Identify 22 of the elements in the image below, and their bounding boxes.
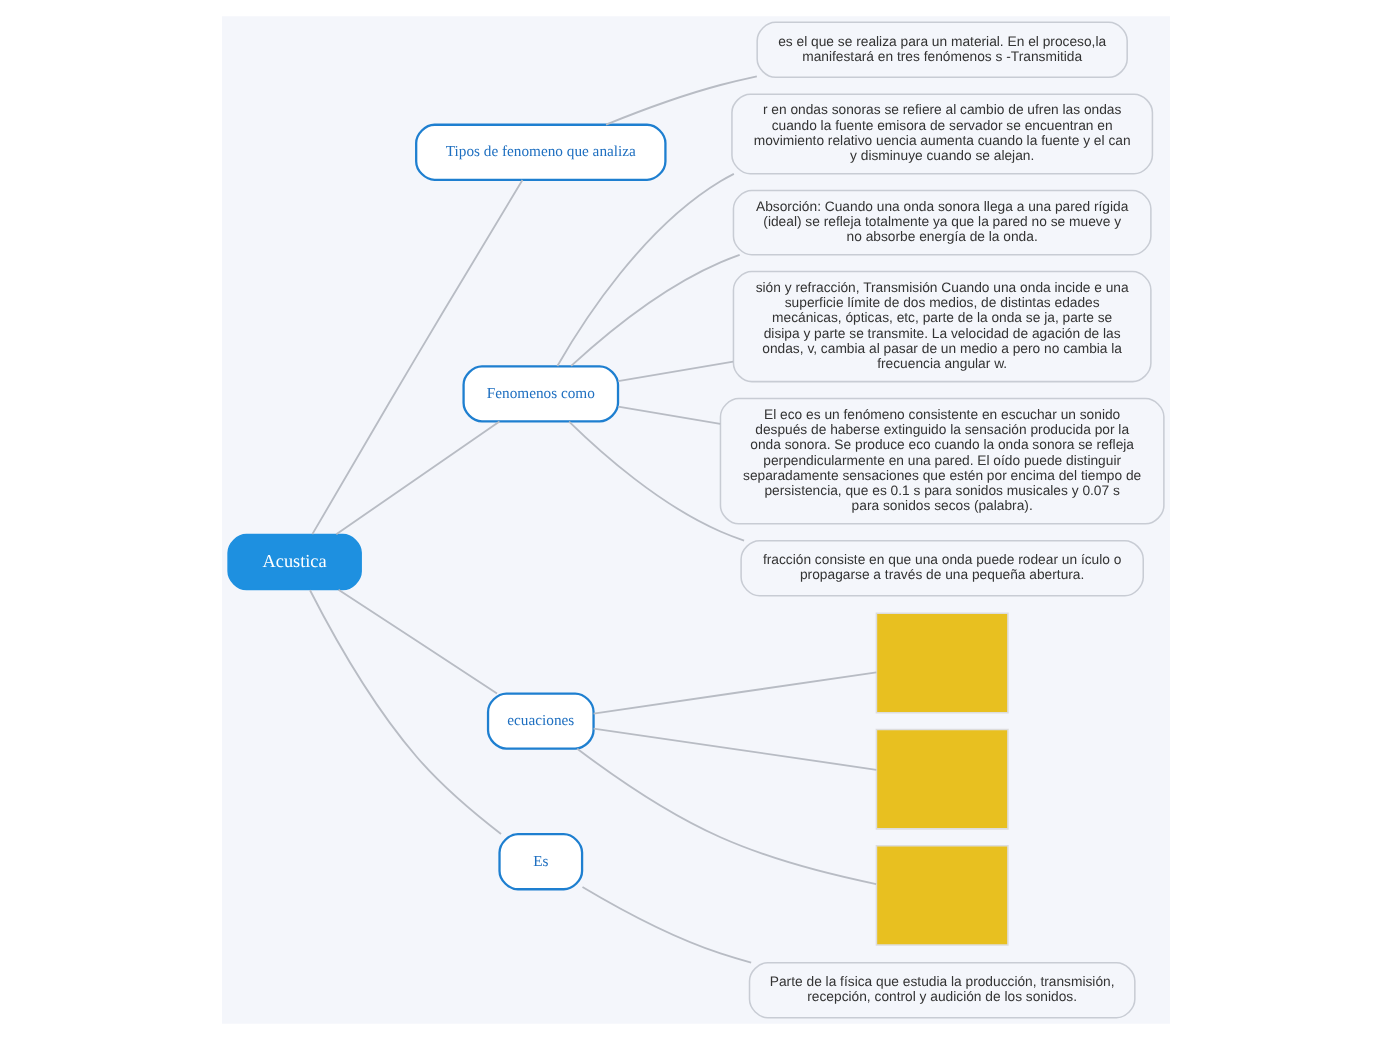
connector [576, 747, 878, 885]
node-box [875, 728, 1009, 830]
node-box [875, 844, 1009, 946]
node-box: ecuaciones [486, 692, 595, 750]
connector [617, 405, 722, 425]
connector [581, 886, 753, 964]
connector [337, 588, 498, 695]
connector [592, 671, 878, 715]
connector [311, 179, 524, 536]
connector [309, 589, 502, 835]
node-box: Es [498, 833, 584, 891]
node-box: Tipos de fenomeno que analiza [415, 123, 667, 181]
connector [556, 172, 735, 367]
connector [568, 420, 745, 542]
node-box: Fenomenos como [462, 365, 620, 423]
connector [335, 420, 501, 536]
connector [605, 75, 758, 126]
node-box: Acustica [227, 533, 362, 591]
connector [617, 360, 735, 382]
connector [592, 727, 878, 771]
connector [570, 253, 741, 367]
node-box [875, 612, 1009, 714]
